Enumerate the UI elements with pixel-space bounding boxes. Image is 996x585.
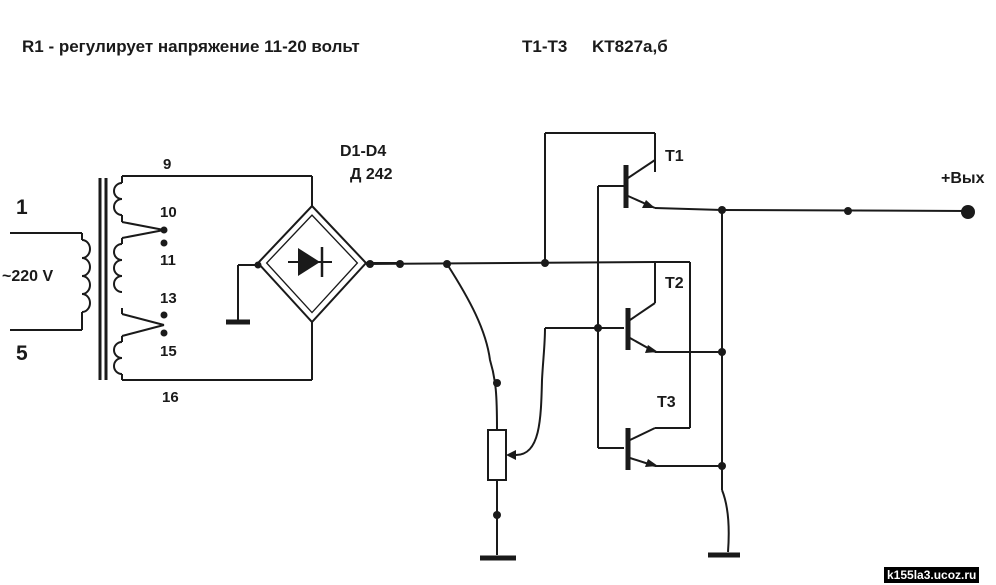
bridge-part: Д 242 (350, 166, 393, 183)
secondary-winding (113, 175, 312, 381)
label-t3: T3 (657, 394, 676, 411)
watermark: k155la3.ucoz.ru (884, 567, 980, 583)
positive-rail (365, 132, 656, 265)
bridge-diode-symbol (288, 247, 332, 277)
output-bus (708, 209, 969, 558)
primary-pin-top: 1 (16, 196, 28, 219)
tap-11: 11 (160, 252, 176, 269)
tap-16: 16 (162, 389, 179, 406)
tap-9: 9 (163, 156, 172, 173)
transistor-t1 (623, 159, 723, 211)
primary-pin-bottom: 5 (16, 342, 28, 365)
output-terminal (961, 205, 975, 219)
bridge-ref: D1-D4 (340, 143, 387, 160)
label-t1: T1 (665, 148, 684, 165)
diode-bridge (226, 176, 402, 380)
transformer-core (98, 178, 108, 380)
tap-10: 10 (160, 204, 177, 221)
header-note: R1 - регулирует напряжение 11-20 вольт (22, 37, 360, 56)
potentiometer-r1 (446, 263, 598, 561)
transistor-t2 (625, 261, 722, 428)
base-chain (597, 185, 624, 449)
junction-dots (254, 206, 852, 519)
header-transistor-type: KT827а,б (592, 37, 668, 56)
primary-winding (10, 232, 91, 331)
tap-dots (160, 226, 168, 337)
tap-13: 13 (160, 290, 177, 307)
label-t2: T2 (665, 275, 684, 292)
transistor-t3 (625, 427, 722, 470)
mains-voltage: ~220 V (2, 268, 54, 285)
tap-15: 15 (160, 343, 177, 360)
output-label: +Вых (941, 170, 985, 187)
header-transistors: T1-T3 (522, 37, 568, 56)
